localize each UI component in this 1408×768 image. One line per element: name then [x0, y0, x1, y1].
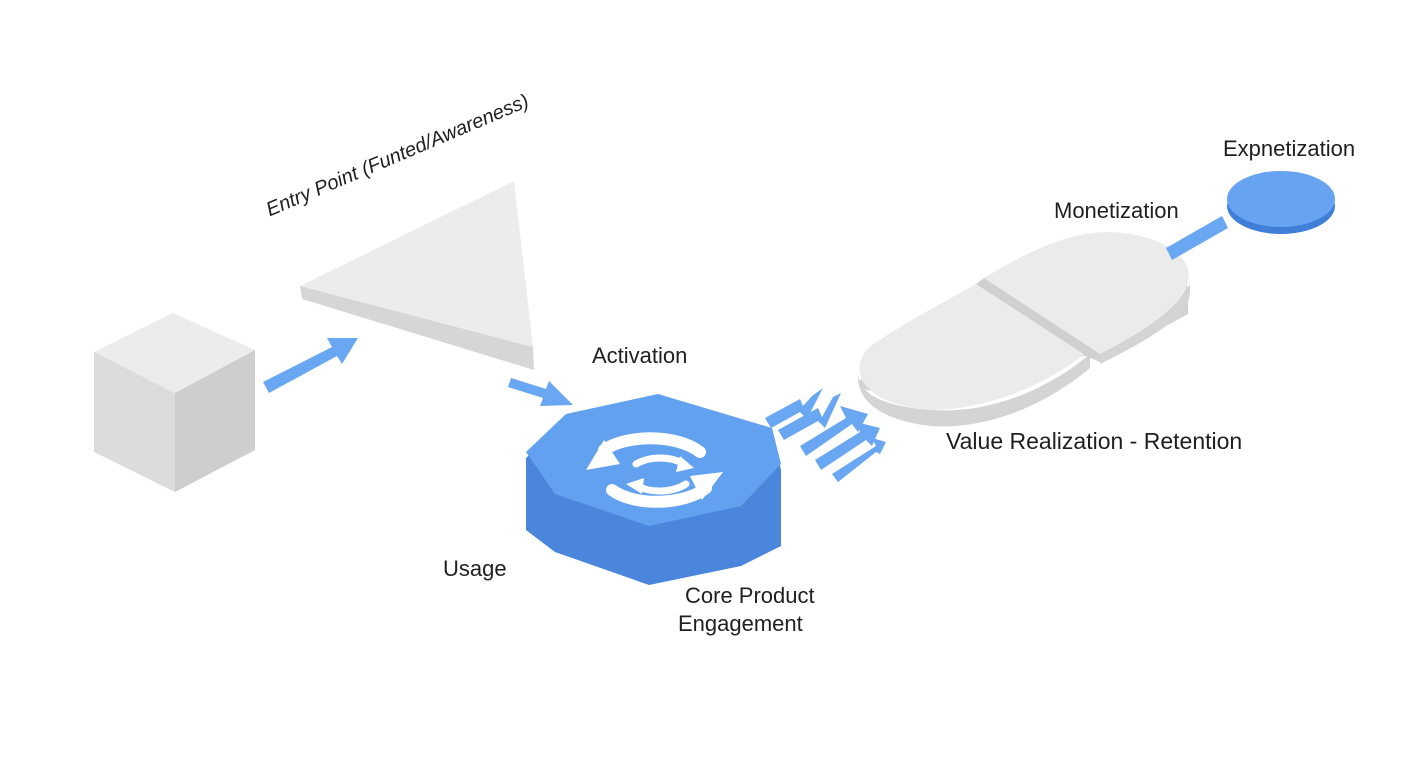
expnetization-label: Expnetization	[1223, 136, 1356, 161]
arrow-icon	[508, 378, 573, 406]
core-product-label: Core Product Engagement	[678, 582, 815, 637]
activation-label: Activation	[592, 343, 688, 368]
disc-icon	[1227, 171, 1335, 234]
value-realization-label: Value Realization - Retention	[946, 428, 1243, 454]
arrow-icon	[1166, 216, 1228, 260]
core-product-label-line1: Core Product	[685, 583, 815, 608]
usage-label: Usage	[443, 556, 507, 581]
arrow-icon	[263, 338, 358, 393]
arrow-icon	[765, 388, 886, 482]
monetization-label: Monetization	[1054, 198, 1179, 223]
triangle-funnel-icon	[300, 181, 534, 370]
core-product-label-line2: Engagement	[678, 610, 803, 636]
refresh-cycle-icon	[526, 394, 781, 585]
split-capsule-icon	[857, 232, 1190, 427]
cube-icon	[94, 313, 255, 492]
